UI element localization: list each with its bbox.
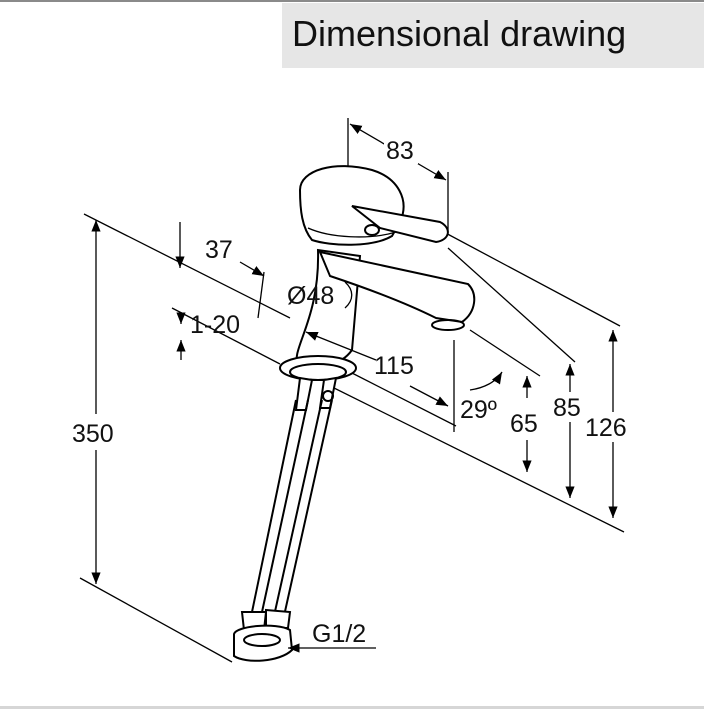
dimension-126-label: 126 xyxy=(585,414,627,442)
dimension-29-degrees-label: 29º xyxy=(460,396,497,424)
dimension-115: 115 xyxy=(305,331,449,407)
dimension-thread: G1/2 xyxy=(288,620,376,653)
bottom-border xyxy=(0,706,704,709)
top-border xyxy=(0,0,704,2)
dimension-1-20: 1-20 xyxy=(176,311,240,360)
faucet-illustration xyxy=(279,165,476,411)
dimension-diameter: Ø48 xyxy=(287,281,353,310)
dimension-29-degrees: 29º xyxy=(460,371,503,424)
dimension-1-20-label: 1-20 xyxy=(190,311,240,339)
dimension-115-label: 115 xyxy=(374,352,414,380)
supply-hoses xyxy=(233,399,333,662)
dimension-83: 83 xyxy=(349,123,447,181)
dimension-65-label: 65 xyxy=(510,410,538,438)
dimension-65: 65 xyxy=(510,376,538,472)
dimension-85: 85 xyxy=(553,364,581,498)
dimension-37-label: 37 xyxy=(205,236,233,264)
dimension-85-label: 85 xyxy=(553,394,581,422)
dimension-126: 126 xyxy=(585,330,627,518)
dimension-350-label: 350 xyxy=(72,420,114,448)
dimension-37: 37 xyxy=(175,222,265,277)
dimension-83-label: 83 xyxy=(386,137,414,165)
dimension-350: 350 xyxy=(72,220,114,584)
dimension-diameter-label: Ø48 xyxy=(287,282,334,310)
page-title: Dimensional drawing xyxy=(292,13,627,54)
dimension-thread-label: G1/2 xyxy=(312,620,366,648)
title-bar: Dimensional drawing xyxy=(282,3,704,68)
extension-lines xyxy=(79,118,625,663)
